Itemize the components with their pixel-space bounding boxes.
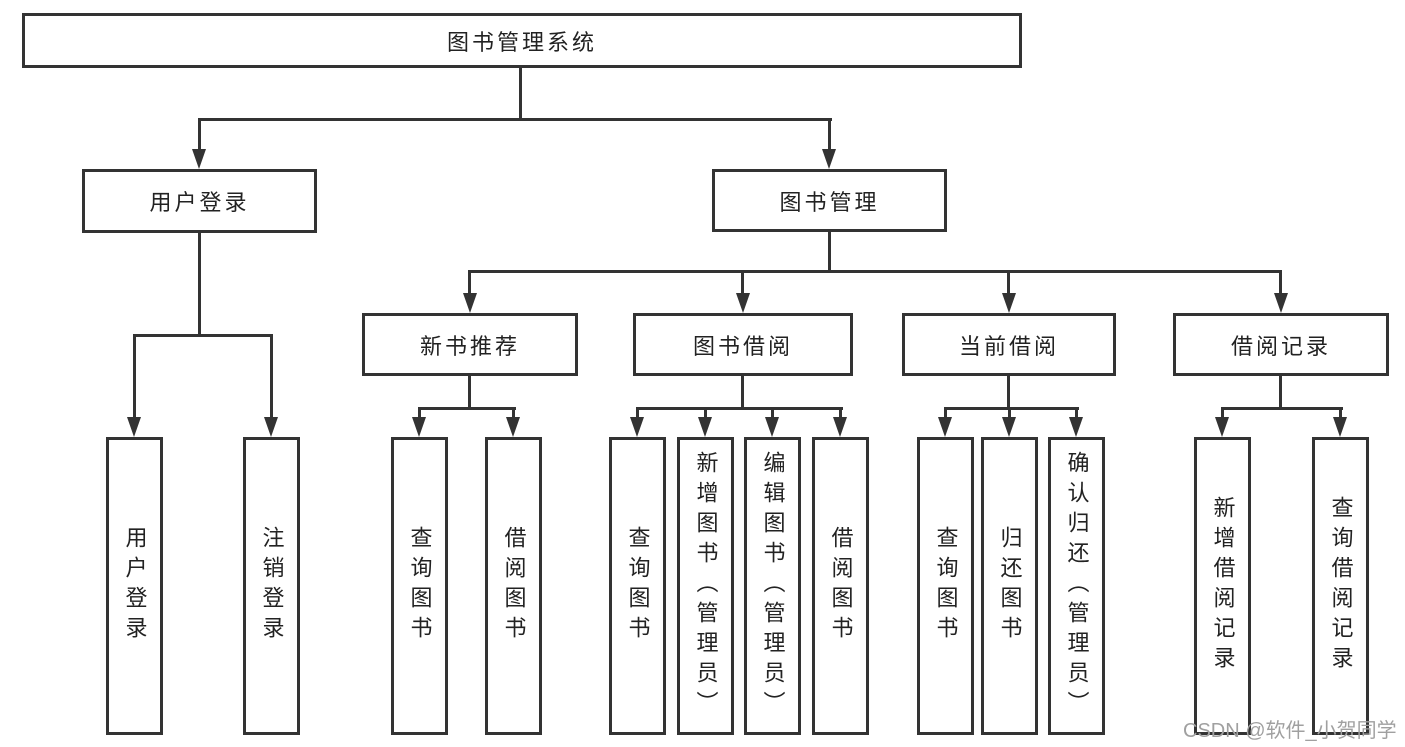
leaf-query-books-borrowing-label: 查询图书 [625,526,651,646]
connector-book-borrowing-stub [741,376,744,410]
connector-user-login-branch [133,334,273,337]
leaf-add-borrow-record-label: 新增借阅记录 [1210,496,1236,676]
connector-book-management-stub [828,232,831,273]
connector-book-borrowing-branch [636,407,843,410]
connector-user-login-stub [198,233,201,337]
node-book-management: 图书管理 [712,169,947,232]
leaf-return-books-label: 归还图书 [997,526,1023,646]
connector-drop [1075,407,1078,421]
leaf-confirm-return-admin-label: 确认归还（管理员） [1064,451,1090,721]
leaf-query-borrow-record-label: 查询借阅记录 [1328,496,1354,676]
leaf-return-books: 归还图书 [981,437,1038,735]
leaf-confirm-return-admin: 确认归还（管理员） [1048,437,1105,735]
leaf-query-books-current-label: 查询图书 [933,526,959,646]
arrow-down-icon [822,149,836,169]
connector-current-borrowing-stub [1007,376,1010,410]
leaf-logout: 注销登录 [243,437,300,735]
connector-drop-leaf-logout [270,334,273,420]
leaf-query-books-recommend-label: 查询图书 [407,526,433,646]
node-book-management-label: 图书管理 [779,189,880,215]
connector-drop [418,407,421,421]
connector-drop [704,407,707,421]
connector-new-book-branch [418,407,516,410]
connector-drop [636,407,639,421]
leaf-borrow-books-label: 借阅图书 [828,526,854,646]
connector-drop [512,407,515,421]
connector-drop [1339,407,1342,421]
arrow-down-icon [765,417,779,437]
connector-drop-book-borrowing [741,270,744,298]
arrow-down-icon [698,417,712,437]
arrow-down-icon [1333,417,1347,437]
leaf-borrow-books-recommend-label: 借阅图书 [501,526,527,646]
connector-new-book-stub [468,376,471,410]
node-borrowing-records-label: 借阅记录 [1230,333,1331,359]
arrow-down-icon [1215,417,1229,437]
arrow-down-icon [127,417,141,437]
arrow-down-icon [264,417,278,437]
arrow-down-icon [1002,293,1016,313]
node-root: 图书管理系统 [22,13,1022,68]
connector-borrow-records-stub [1279,376,1282,410]
leaf-add-books-admin: 新增图书（管理员） [677,437,734,735]
connector-drop-borrowing-records [1279,270,1282,298]
connector-drop-new-book-recommendation [468,270,471,298]
leaf-query-borrow-record: 查询借阅记录 [1312,437,1369,735]
connector-drop [1221,407,1224,421]
connector-current-borrowing-branch [944,407,1079,410]
node-user-login-label: 用户登录 [149,190,250,215]
connector-drop [839,407,842,421]
leaf-borrow-books-recommend: 借阅图书 [485,437,542,735]
arrow-down-icon [412,417,426,437]
connector-root-stub [519,68,522,121]
leaf-user-login: 用户登录 [106,437,163,735]
arrow-down-icon [463,293,477,313]
node-current-borrowing-label: 当前借阅 [958,333,1059,359]
leaf-borrow-books: 借阅图书 [812,437,869,735]
node-borrowing-records: 借阅记录 [1173,313,1389,376]
watermark: CSDN @软件_小贺同学 [1183,720,1397,742]
arrow-down-icon [630,417,644,437]
connector-drop [944,407,947,421]
node-book-borrowing: 图书借阅 [633,313,853,376]
node-user-login: 用户登录 [82,169,317,233]
connector-root-branch [198,118,832,121]
arrow-down-icon [736,293,750,313]
connector-drop-book-management [828,118,831,152]
node-book-borrowing-label: 图书借阅 [692,333,793,359]
leaf-query-books-borrowing: 查询图书 [609,437,666,735]
arrow-down-icon [938,417,952,437]
node-root-label: 图书管理系统 [446,29,597,55]
arrow-down-icon [1274,293,1288,313]
leaf-edit-books-admin-label: 编辑图书（管理员） [760,451,786,721]
arrow-down-icon [833,417,847,437]
connector-borrow-records-branch [1221,407,1343,410]
leaf-user-login-label: 用户登录 [122,526,148,646]
node-new-book-recommendation: 新书推荐 [362,313,578,376]
connector-drop-user-login [198,118,201,152]
connector-book-management-branch [468,270,1282,273]
leaf-query-books-recommend: 查询图书 [391,437,448,735]
leaf-add-books-admin-label: 新增图书（管理员） [693,451,719,721]
arrow-down-icon [506,417,520,437]
connector-drop-current-borrowing [1007,270,1010,298]
leaf-query-books-current: 查询图书 [917,437,974,735]
node-current-borrowing: 当前借阅 [902,313,1116,376]
connector-drop-leaf-user-login [133,334,136,420]
connector-drop [1008,407,1011,421]
connector-drop [771,407,774,421]
leaf-logout-label: 注销登录 [259,526,285,646]
leaf-edit-books-admin: 编辑图书（管理员） [744,437,801,735]
node-new-book-recommendation-label: 新书推荐 [419,333,520,359]
arrow-down-icon [192,149,206,169]
arrow-down-icon [1069,417,1083,437]
leaf-add-borrow-record: 新增借阅记录 [1194,437,1251,735]
arrow-down-icon [1002,417,1016,437]
